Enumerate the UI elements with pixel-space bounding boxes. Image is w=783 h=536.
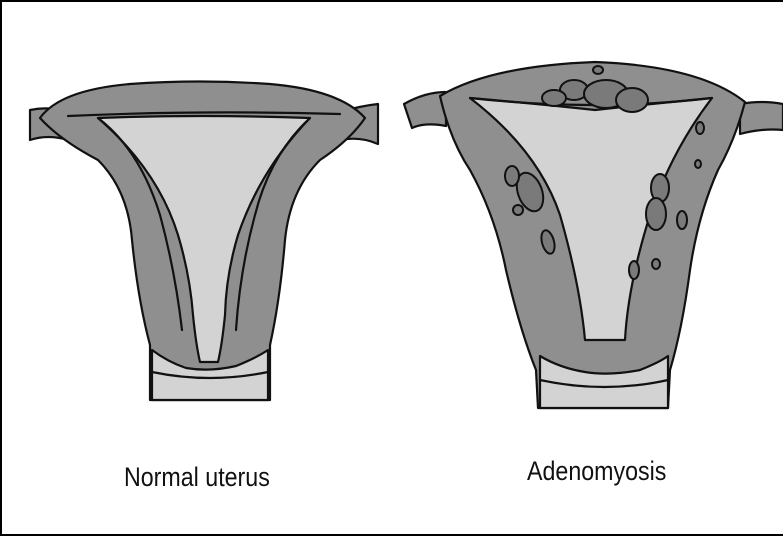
lesion: [513, 205, 523, 215]
lesion: [629, 261, 639, 279]
lesion: [593, 66, 603, 74]
caption-normal-uterus: Normal uterus: [124, 462, 270, 493]
lesion: [616, 88, 648, 112]
caption-adenomyosis: Adenomyosis: [527, 456, 666, 487]
lesion: [695, 160, 701, 168]
lesion: [646, 198, 666, 230]
normal-uterus-icon: [30, 82, 378, 401]
lesion: [696, 122, 704, 134]
adenomyosis-uterus-icon: [404, 62, 783, 408]
adeno-right-fallopian-tube: [740, 102, 783, 134]
lesion: [542, 90, 566, 106]
lesion: [652, 259, 660, 269]
lesion: [677, 211, 687, 229]
lesion: [505, 166, 519, 186]
